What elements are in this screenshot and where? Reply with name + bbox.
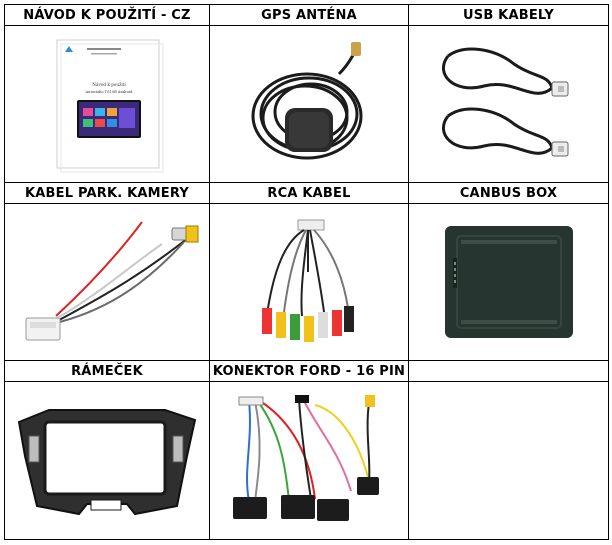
frame-image — [17, 408, 197, 515]
label-usb-cables: USB KABELY — [408, 4, 609, 26]
cell-empty — [408, 381, 609, 540]
label-manual: NÁVOD K POUŽITÍ - CZ — [4, 4, 210, 26]
cell-canbus-box — [408, 203, 609, 361]
label-rca-cable: RCA KABEL — [209, 182, 409, 204]
cell-parking-camera-cable — [4, 203, 210, 361]
canbus-box-image — [444, 226, 573, 338]
cell-ford-connector — [209, 381, 409, 540]
accessories-grid: NÁVOD K POUŽITÍ - CZ GPS ANTÉNA USB KABE… — [4, 4, 609, 540]
label-empty — [408, 360, 609, 382]
cell-frame — [4, 381, 210, 540]
usb-cables-image — [441, 47, 568, 157]
label-frame: RÁMEČEK — [4, 360, 210, 382]
label-gps-antenna: GPS ANTÉNA — [209, 4, 409, 26]
label-canbus-box: CANBUS BOX — [408, 182, 609, 204]
ford-connector-image — [233, 394, 379, 521]
manual-cover-title: Návod k použití — [92, 82, 126, 87]
gps-antenna-image — [251, 42, 363, 160]
parking-camera-cable-image — [25, 221, 199, 341]
cell-usb-cables — [408, 25, 609, 183]
manual-image: Návod k použití Autorádio TS10B Android — [56, 39, 164, 173]
rca-cable-image — [262, 219, 354, 342]
cell-gps-antenna — [209, 25, 409, 183]
manual-cover-subtitle: Autorádio TS10B Android — [85, 90, 134, 94]
cell-manual: Návod k použití Autorádio TS10B Android — [4, 25, 210, 183]
label-ford-connector: KONEKTOR FORD - 16 PIN — [209, 360, 409, 382]
cell-rca-cable — [209, 203, 409, 361]
label-parking-camera-cable: KABEL PARK. KAMERY — [4, 182, 210, 204]
